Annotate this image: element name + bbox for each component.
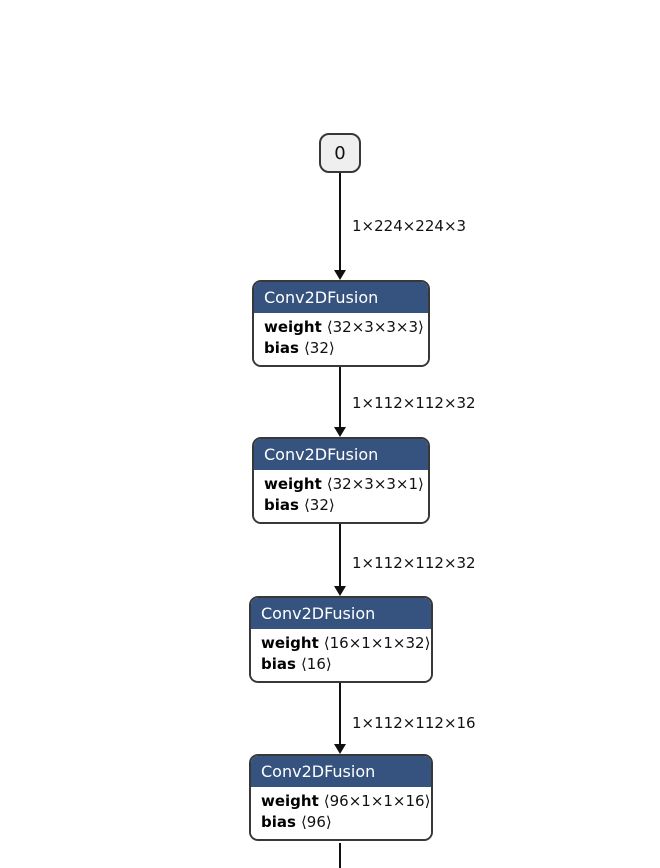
param-name: bias [264, 339, 299, 357]
param-line: weight⟨96×1×1×16⟩ [261, 791, 430, 812]
param-line: weight⟨32×3×3×3⟩ [264, 317, 424, 338]
param-line: bias⟨32⟩ [264, 338, 418, 359]
node-body: weight⟨96×1×1×16⟩ bias⟨96⟩ [251, 787, 431, 839]
node-title: Conv2DFusion [254, 439, 428, 470]
param-name: weight [261, 634, 319, 652]
edge-line-tail [339, 843, 341, 868]
param-line: weight⟨16×1×1×32⟩ [261, 633, 430, 654]
edge-line-2 [339, 524, 341, 587]
node-conv2dfusion-4[interactable]: Conv2DFusion weight⟨96×1×1×16⟩ bias⟨96⟩ [249, 754, 433, 841]
arrowhead-icon-3 [334, 744, 346, 754]
param-line: bias⟨96⟩ [261, 812, 421, 833]
node-title: Conv2DFusion [254, 282, 428, 313]
node-body: weight⟨32×3×3×1⟩ bias⟨32⟩ [254, 470, 428, 522]
param-value: ⟨16⟩ [300, 655, 332, 673]
param-line: bias⟨32⟩ [264, 495, 418, 516]
edge-tensor-shape-label-2: 1×112×112×32 [352, 554, 476, 572]
param-value: ⟨16×1×1×32⟩ [323, 634, 431, 652]
param-name: bias [261, 813, 296, 831]
param-value: ⟨96×1×1×16⟩ [323, 792, 431, 810]
edge-line-1 [339, 366, 341, 428]
graph-input-node[interactable]: 0 [319, 133, 361, 173]
node-conv2dfusion-1[interactable]: Conv2DFusion weight⟨32×3×3×3⟩ bias⟨32⟩ [252, 280, 430, 367]
edge-tensor-shape-label-1: 1×112×112×32 [352, 394, 476, 412]
node-conv2dfusion-2[interactable]: Conv2DFusion weight⟨32×3×3×1⟩ bias⟨32⟩ [252, 437, 430, 524]
param-value: ⟨32⟩ [303, 496, 335, 514]
node-title: Conv2DFusion [251, 598, 431, 629]
edge-tensor-shape-label-3: 1×112×112×16 [352, 714, 476, 732]
input-node-label: 0 [334, 142, 346, 164]
param-name: weight [264, 475, 322, 493]
param-line: weight⟨32×3×3×1⟩ [264, 474, 424, 495]
node-conv2dfusion-3[interactable]: Conv2DFusion weight⟨16×1×1×32⟩ bias⟨16⟩ [249, 596, 433, 683]
param-line: bias⟨16⟩ [261, 654, 421, 675]
param-name: bias [264, 496, 299, 514]
node-body: weight⟨32×3×3×3⟩ bias⟨32⟩ [254, 313, 428, 365]
arrowhead-icon-2 [334, 586, 346, 596]
arrowhead-icon-0 [334, 270, 346, 280]
param-value: ⟨96⟩ [300, 813, 332, 831]
edge-tensor-shape-label-0: 1×224×224×3 [352, 217, 467, 235]
edge-line-0 [339, 173, 341, 271]
param-name: bias [261, 655, 296, 673]
edge-line-3 [339, 682, 341, 745]
node-title: Conv2DFusion [251, 756, 431, 787]
node-body: weight⟨16×1×1×32⟩ bias⟨16⟩ [251, 629, 431, 681]
arrowhead-icon-1 [334, 427, 346, 437]
param-value: ⟨32×3×3×1⟩ [326, 475, 424, 493]
param-name: weight [264, 318, 322, 336]
param-name: weight [261, 792, 319, 810]
param-value: ⟨32⟩ [303, 339, 335, 357]
param-value: ⟨32×3×3×3⟩ [326, 318, 424, 336]
